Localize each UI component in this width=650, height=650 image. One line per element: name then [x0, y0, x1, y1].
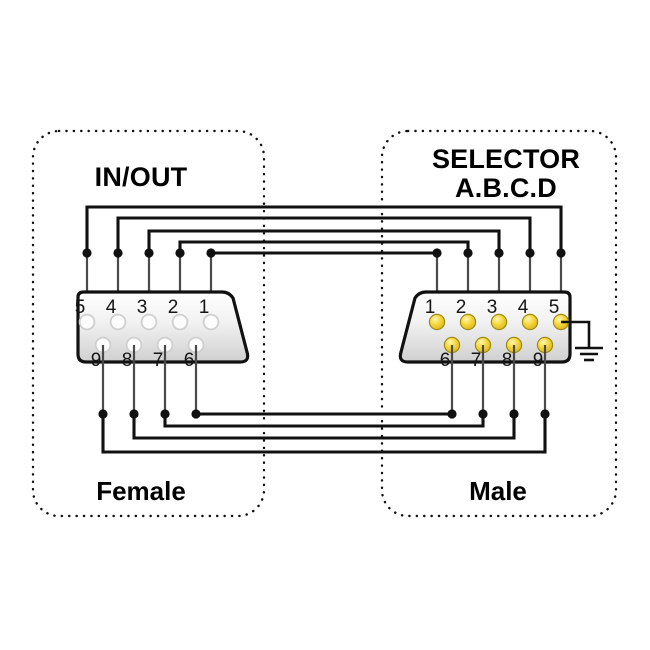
left-enclosure-box — [31, 129, 266, 518]
male-pinlabel-9: 9 — [533, 350, 544, 371]
wire-bottom-f7-m7 — [163, 414, 485, 428]
male-pinlabel-6: 6 — [440, 350, 451, 371]
left-title: IN/OUT — [95, 162, 188, 192]
male-pinlabel-3: 3 — [487, 297, 498, 318]
junction-dot-female-5 — [82, 248, 92, 258]
wire-top-f2-m2 — [178, 240, 470, 253]
female-pinlabel-6: 6 — [184, 350, 195, 371]
junction-dot-male-5 — [556, 248, 566, 258]
female-socket-3 — [140, 313, 158, 331]
female-socket-2 — [171, 313, 189, 331]
female-pinlabel-7: 7 — [153, 350, 164, 371]
junction-dot-male-4 — [525, 248, 535, 258]
junction-dot-female-4 — [113, 248, 123, 258]
junction-dot-female-9 — [98, 409, 108, 419]
male-pin-4 — [521, 313, 539, 331]
male-pinlabel-5: 5 — [549, 297, 560, 318]
female-socket-1 — [202, 313, 220, 331]
male-pinlabel-7: 7 — [471, 350, 482, 371]
female-pinlabel-2: 2 — [168, 297, 179, 318]
junction-dot-male-7 — [478, 409, 488, 419]
female-pinlabel-3: 3 — [137, 297, 148, 318]
junction-dot-male-9 — [540, 409, 550, 419]
junction-dot-female-8 — [129, 409, 139, 419]
junction-dot-male-1 — [432, 248, 442, 258]
junction-dot-female-2 — [175, 248, 185, 258]
male-pin-1 — [428, 313, 446, 331]
junction-dot-female-6 — [191, 409, 201, 419]
female-socket-4 — [109, 313, 127, 331]
female-pinlabel-5: 5 — [75, 297, 86, 318]
female-socket-5 — [78, 313, 96, 331]
junction-dot-female-1 — [206, 248, 216, 258]
female-connector: 5 4 3 2 1 9 8 7 6 — [75, 290, 250, 371]
wire-top-f3-m3 — [147, 229, 501, 253]
right-title-line1: SELECTOR — [432, 144, 580, 174]
junction-dot-male-8 — [509, 409, 519, 419]
male-pinlabel-1: 1 — [425, 297, 436, 318]
female-pinlabel-8: 8 — [122, 350, 133, 371]
female-shell — [76, 290, 250, 364]
junction-dot-male-3 — [494, 248, 504, 258]
junction-dot-female-7 — [160, 409, 170, 419]
junction-dot-female-3 — [144, 248, 154, 258]
wire-top-f5-m5 — [85, 205, 563, 253]
ground-lead — [561, 320, 591, 348]
wire-bottom-f8-m8 — [132, 414, 516, 440]
male-pinlabel-2: 2 — [456, 297, 467, 318]
junction-dot-male-6 — [447, 409, 457, 419]
right-title-line2: A.B.C.D — [455, 173, 557, 203]
right-enclosure-box — [380, 129, 618, 518]
right-footer-label: Male — [469, 476, 527, 506]
female-pinlabel-1: 1 — [199, 297, 210, 318]
female-pinlabel-9: 9 — [91, 350, 102, 371]
male-shell — [398, 290, 572, 364]
male-pin-2 — [459, 313, 477, 331]
ground-symbol — [561, 320, 603, 362]
left-footer-label: Female — [96, 476, 186, 506]
male-pinlabel-8: 8 — [502, 350, 513, 371]
female-pinlabel-4: 4 — [106, 297, 117, 318]
male-connector: 1 2 3 4 5 6 7 8 9 — [398, 290, 572, 371]
male-pin-3 — [490, 313, 508, 331]
wire-bottom-f9-m9 — [101, 414, 547, 454]
wire-top-f4-m4 — [116, 216, 532, 253]
male-pinlabel-4: 4 — [518, 297, 529, 318]
junction-dot-male-2 — [463, 248, 473, 258]
